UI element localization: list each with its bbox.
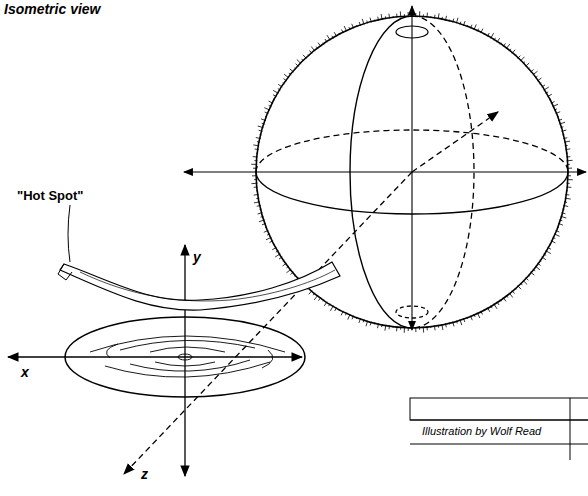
axis-label: y [192,249,202,265]
callout-label: "Hot Spot" [16,188,84,203]
view-title: Isometric view [4,1,101,17]
axis-label: x [20,364,30,380]
credit-text: Illustration by Wolf Read [422,425,541,437]
axis-label: z [140,466,149,482]
